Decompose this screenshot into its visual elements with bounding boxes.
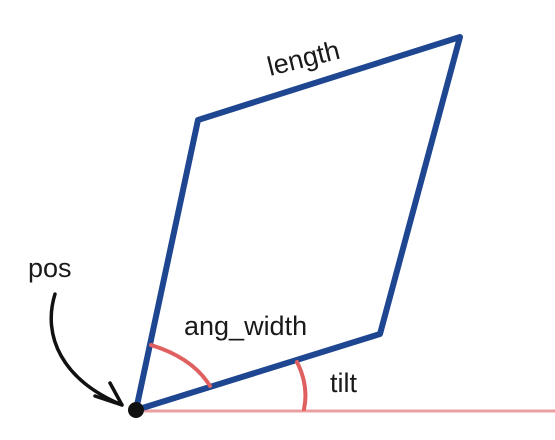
pos-point — [128, 402, 144, 418]
ang-width-arc — [149, 343, 212, 388]
pos-pointer-arrow — [49, 292, 124, 407]
parallelogram-shape — [133, 34, 463, 413]
tilt-label: tilt — [330, 368, 357, 398]
pos-pointer-arrowhead — [93, 381, 124, 407]
ang-width-label: ang_width — [184, 311, 307, 341]
pos-label: pos — [28, 253, 72, 283]
tilt-arc — [295, 360, 308, 411]
